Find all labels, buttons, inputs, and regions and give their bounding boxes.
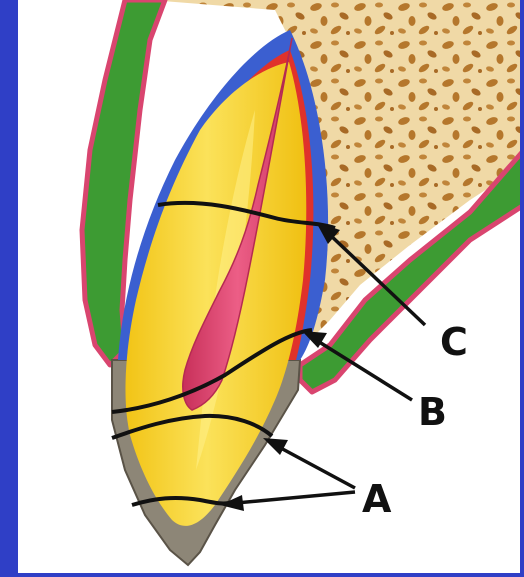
frame-left: [0, 0, 18, 577]
frame-bottom: [0, 573, 524, 577]
label-b: B: [418, 390, 447, 434]
label-a: A: [362, 477, 392, 521]
label-c: C: [440, 320, 468, 364]
frame-right: [520, 0, 524, 577]
